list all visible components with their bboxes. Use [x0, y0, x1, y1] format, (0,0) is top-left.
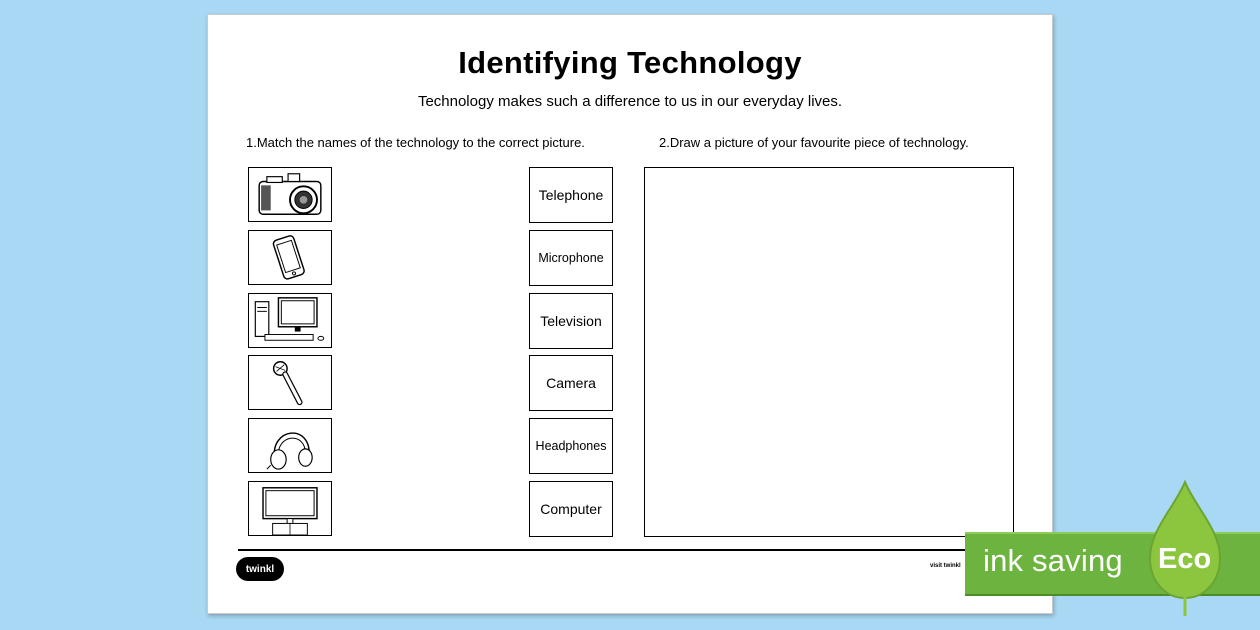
page-subtitle: Technology makes such a difference to us…	[417, 93, 843, 110]
page-title: Identifying Technology	[458, 45, 802, 80]
footer-divider	[238, 549, 1052, 551]
picture-box-mobile-phone	[248, 230, 332, 285]
word-card-telephone: Telephone	[529, 167, 613, 223]
ink-saving-text: ink saving	[983, 543, 1123, 578]
picture-box-desktop-computer	[248, 293, 332, 348]
camera-icon	[258, 173, 322, 215]
headphones-icon	[266, 432, 313, 470]
picture-box-microphone	[248, 355, 332, 410]
word-card-microphone: Microphone	[529, 230, 613, 286]
drawing-area[interactable]	[644, 167, 1014, 537]
microphone-icon	[272, 361, 303, 406]
instruction-match: 1.Match the names of the technology to t…	[246, 135, 585, 150]
word-card-camera: Camera	[529, 355, 613, 411]
word-card-television: Television	[529, 293, 613, 349]
word-card-headphones: Headphones	[529, 418, 613, 474]
television-icon	[262, 487, 318, 535]
twinkl-logo: twinkl	[236, 557, 284, 581]
picture-box-television	[248, 481, 332, 536]
mobile-phone-icon	[272, 235, 305, 280]
desktop-computer-icon	[254, 297, 325, 341]
instruction-draw: 2.Draw a picture of your favourite piece…	[659, 135, 969, 150]
word-card-computer: Computer	[529, 481, 613, 537]
picture-box-camera	[248, 167, 332, 222]
visit-link-text: visit twinkl	[930, 563, 961, 569]
picture-box-headphones	[248, 418, 332, 473]
leaf-drop-icon	[1148, 479, 1222, 616]
worksheet-page: Identifying Technology Technology makes …	[207, 14, 1053, 614]
eco-label: Eco	[1158, 543, 1212, 575]
